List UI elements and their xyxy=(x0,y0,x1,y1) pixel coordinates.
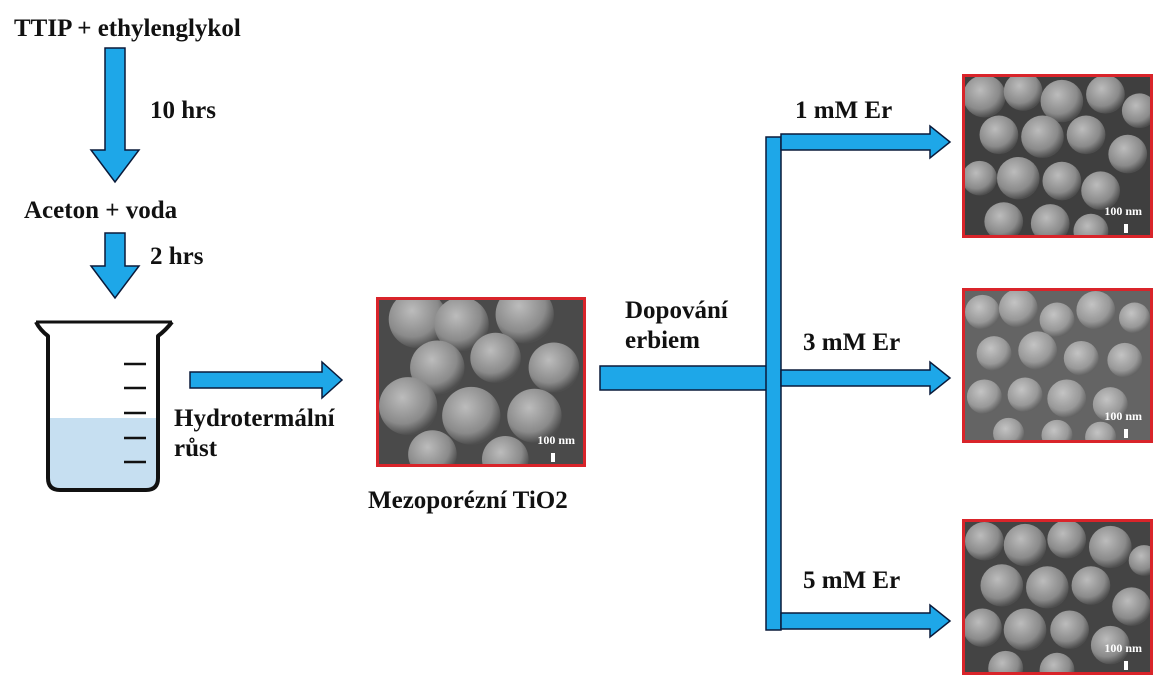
arrow-down-1 xyxy=(89,47,141,184)
sem-image-product: 100 nm xyxy=(376,297,586,467)
beaker-icon xyxy=(34,320,174,492)
sem-micrograph xyxy=(965,77,1150,235)
label-doping: Dopování erbiem xyxy=(625,297,728,354)
branch-label-2: 3 mM Er xyxy=(803,329,901,356)
label-time-1: 10 hrs xyxy=(150,97,216,124)
scale-bar xyxy=(1124,429,1128,438)
sem-micrograph xyxy=(379,300,583,464)
sem-micrograph xyxy=(965,522,1150,672)
label-mid: Aceton + voda xyxy=(24,197,178,224)
scale-bar xyxy=(551,453,555,462)
scale-label: 100 nm xyxy=(1104,204,1142,218)
arrow-branch-3 xyxy=(780,603,952,639)
scale-bar xyxy=(1124,661,1128,670)
scale-bar xyxy=(1124,224,1128,233)
arrow-right-doping xyxy=(599,365,769,391)
arrow-right-hydro xyxy=(189,360,344,400)
label-time-2: 2 hrs xyxy=(150,243,204,270)
sem-micrograph xyxy=(965,291,1150,440)
arrow-branch-1 xyxy=(780,124,952,160)
arrow-branch-2 xyxy=(780,360,952,396)
sem-image-5mm: 100 nm xyxy=(962,519,1153,675)
label-start: TTIP + ethylenglykol xyxy=(14,15,241,42)
arrow-down-2 xyxy=(89,232,141,300)
branch-label-3: 5 mM Er xyxy=(803,567,901,594)
scale-label: 100 nm xyxy=(1104,409,1142,423)
scale-label: 100 nm xyxy=(1104,641,1142,655)
scale-label: 100 nm xyxy=(537,433,575,447)
branch-label-1: 1 mM Er xyxy=(795,97,893,124)
label-product: Mezoporézní TiO2 xyxy=(368,487,568,514)
sem-image-3mm: 100 nm xyxy=(962,288,1153,443)
branch-trunk xyxy=(765,136,782,631)
label-process: Hydrotermální růst xyxy=(174,405,335,462)
sem-image-1mm: 100 nm xyxy=(962,74,1153,238)
